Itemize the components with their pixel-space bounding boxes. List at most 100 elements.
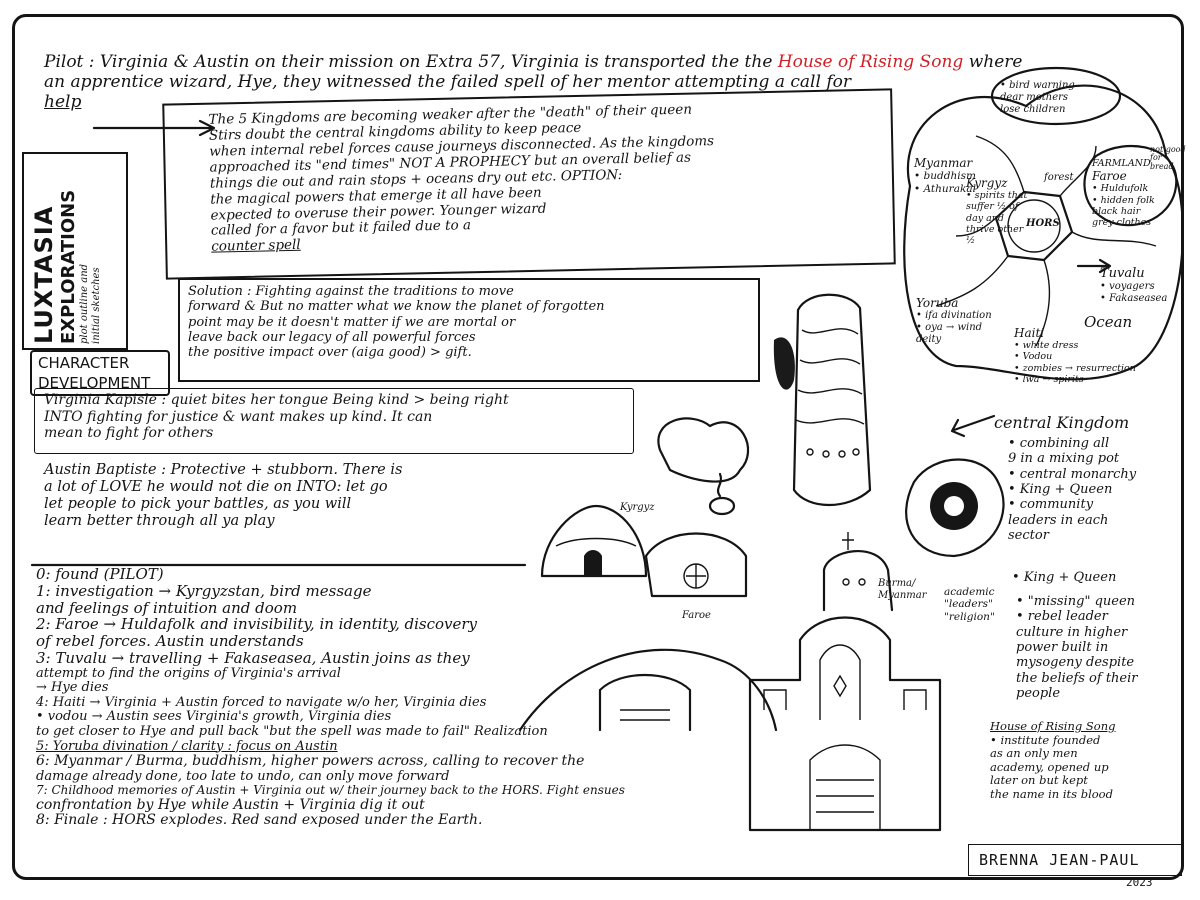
ocean-label: Ocean [1084,313,1133,331]
note-left: "religion" [944,610,995,623]
farmland-note: not good for bread [1150,145,1186,171]
episode-item: • vodou → Austin sees Virginia's growth,… [36,709,392,725]
haiti-line: • zombies → resurrection [1014,362,1136,374]
yoruba-line: • ifa divination [916,310,992,322]
note-left: "leaders" [944,598,993,611]
house-line: the name in its blood [990,786,1113,801]
kyrgyz-title: Kyrgyz [966,176,1008,190]
virginia-line: Virginia Kapisle : quiet bites her tongu… [44,392,509,408]
solution-text: Solution : Fighting against the traditio… [188,284,605,361]
title-box: LUXTASIA EXPLORATIONS plot outline and i… [22,152,128,350]
kingdom-map-sketch [903,66,1184,381]
yoruba-region: Yoruba • ifa divination • oya → wind dei… [916,296,992,346]
central-point: • community [1008,497,1094,513]
austin-line: a lot of LOVE he would not die on INTO: … [44,479,388,496]
kyrgyz-sketch-label: Kyrgyz [620,502,655,513]
yoruba-line: deity [916,333,942,345]
house-of-rising-song-red-text: House of Rising Song [777,52,964,72]
haiti-title: Haiti [1014,326,1045,340]
episode-item: 1: investigation → Kyrgyzstan, bird mess… [36,581,372,600]
austin-line: Austin Baptiste : Protective + stubborn.… [44,462,403,478]
forest-label: forest [1044,172,1074,183]
title-sub-1: plot outline and [79,263,90,344]
bird-warning-note: • bird warning dear mothers lose childre… [1000,80,1075,115]
character-development-box: CHARACTER DEVELOPMENT [30,350,170,396]
central-kingdom-title: central Kingdom [994,413,1130,432]
yoruba-title: Yoruba [916,296,959,310]
note-line: for [1150,153,1162,163]
note-line: bread [1150,161,1174,171]
kyrgyz-line: day and [966,212,1004,224]
austin-line: learn better through all ya play [44,513,275,530]
episode-item: attempt to find the origins of Virginia'… [36,665,341,681]
title-luxtasia: LUXTASIA [30,205,58,344]
house-line: academy, opened up [990,759,1109,774]
central-more-line: power built in [1016,639,1109,655]
episode-item: confrontation by Hye while Austin + Virg… [36,796,425,813]
central-more-line: culture in higher [1016,624,1128,640]
title-vertical: LUXTASIA EXPLORATIONS plot outline and i… [30,159,103,344]
haiti-line: • Vodou [1014,351,1053,363]
solution-line: forward & But no matter what we know the… [188,299,605,315]
king-queen-label: • King + Queen [1012,570,1117,585]
central-more-line: people [1016,685,1061,701]
premise-text: The 5 Kingdoms are becoming weaker after… [208,102,716,256]
house-line: as an only men [990,746,1078,761]
central-point: • King + Queen [1008,481,1113,497]
virginia-line: mean to fight for others [44,425,214,442]
episode-item: 4: Haiti → Virginia + Austin forced to n… [36,694,487,710]
central-more-line: • "missing" queen [1016,594,1136,609]
help-arrow-icon [92,119,216,137]
faroe-line: grey clothes [1092,216,1152,228]
central-more-line: • rebel leader [1016,609,1108,625]
hors-hub-label: HORS [1026,218,1060,229]
house-line: House of Rising Song [990,719,1116,733]
central-kingdom-more: • "missing" queen • rebel leader culture… [1016,594,1138,701]
virginia-box [34,388,634,454]
episode-item: 5: Yoruba divination / clarity : focus o… [36,738,338,754]
austin-notes: Austin Baptiste : Protective + stubborn.… [44,462,402,530]
house-of-rising-song-notes: House of Rising Song • institute founded… [990,719,1116,801]
burma-sketch-label: Burma/ Myanmar [878,578,927,601]
teapot-sketch [657,417,750,516]
central-point: 9 in a mixing pot [1008,451,1120,467]
episode-item: to get closer to Hye and pull back "but … [36,723,548,739]
haiti-line: • lwa → spirits [1014,373,1084,385]
signature-name: BRENNA JEAN-PAUL [979,851,1140,869]
character-label-2: DEVELOPMENT [38,374,151,392]
episode-item: 6: Myanmar / Burma, buddhism, higher pow… [36,753,585,770]
solution-line: point may be it doesn't matter if we are… [188,314,516,330]
house-line: later on but kept [990,773,1088,788]
central-point: leaders in each [1008,512,1109,528]
section-divider [30,563,527,567]
central-point: • combining all [1008,436,1110,451]
solution-box: Solution : Fighting against the traditio… [178,278,760,382]
farmland-title: FARMLAND [1092,158,1151,169]
solution-line: Solution : Fighting against the traditio… [188,284,514,299]
bird-line: lose children [1000,103,1066,115]
sketchbook-page-border [12,14,1184,880]
faroe-line: • Huldufolk [1092,183,1149,195]
faroe-house-sketch [518,648,778,732]
signature-year: 2023 [1126,876,1153,889]
virginia-notes: Virginia Kapisle : quiet bites her tongu… [44,392,509,442]
central-kingdom-arrow-icon [950,414,996,438]
tuvalu-region: Tuvalu • voyagers • Fakaseasea [1100,266,1167,305]
signature-box: BRENNA JEAN-PAUL [968,844,1182,876]
tuvalu-title: Tuvalu [1100,266,1145,281]
solution-line: leave back our legacy of all powerful fo… [188,329,476,345]
myanmar-region: Myanmar • buddhism • Athurakal [914,156,976,195]
bird-line: dear mothers [1000,91,1069,103]
central-kingdom-points: • combining all 9 in a mixing pot • cent… [1008,436,1136,543]
house-of-rising-song-castle-sketch [748,616,942,832]
myanmar-line: • buddhism [914,170,976,183]
tuvalu-line: • voyagers [1100,281,1155,293]
tower-sketch [773,293,872,507]
austin-line: let people to pick your battles, as you … [44,496,352,513]
premise-box: The 5 Kingdoms are becoming weaker after… [162,88,896,280]
faroe-sketch-label: Faroe [682,610,711,621]
central-kingdom-sketch [905,458,1005,558]
title-sub-2: initial sketches [90,267,102,344]
kyrgyz-line: • spirits that [966,190,1028,202]
character-label-1: CHARACTER [38,354,130,372]
